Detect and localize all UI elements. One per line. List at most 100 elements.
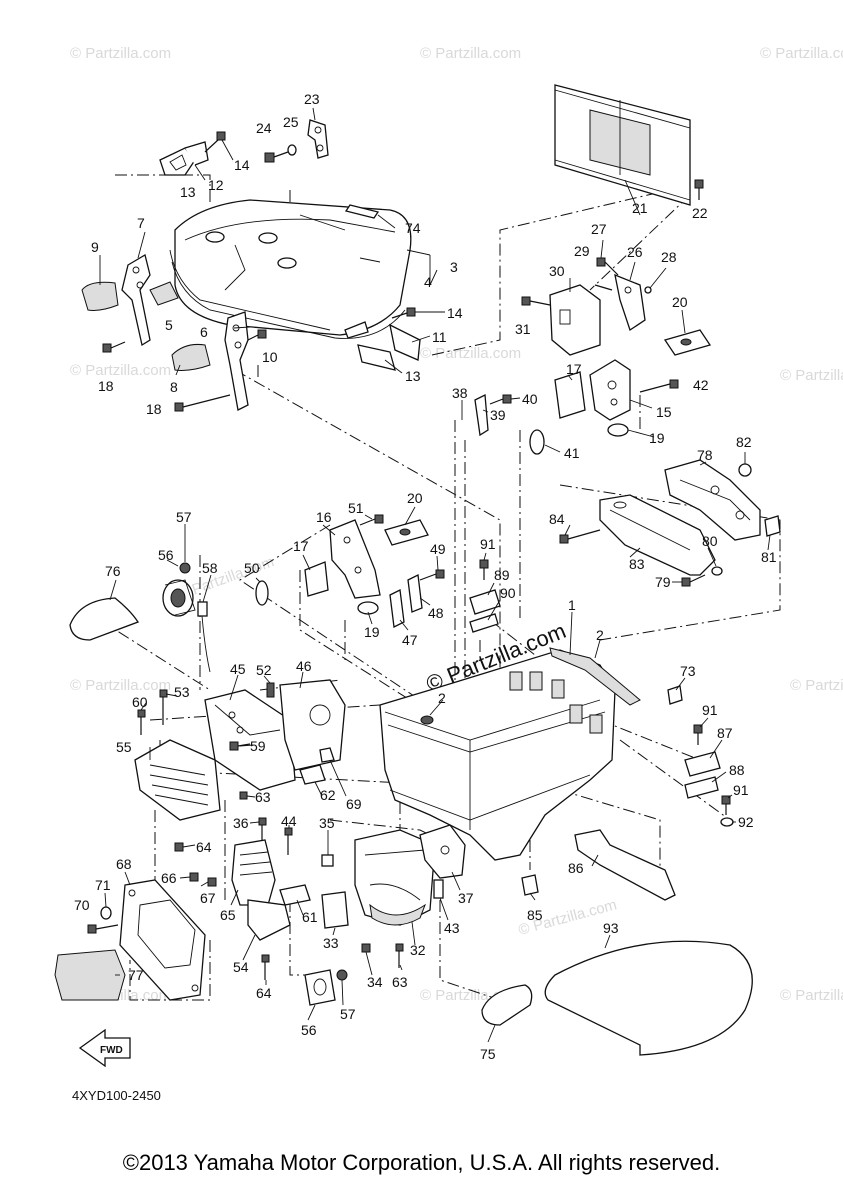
label-part-63b: 63 (392, 974, 408, 990)
label-part-2b: 2 (438, 690, 446, 706)
watermark: © Partzilla.com (420, 45, 521, 62)
part-78-bracket (664, 459, 761, 541)
label-part-11: 11 (432, 329, 447, 345)
label-part-65: 65 (220, 907, 236, 923)
label-part-73: 73 (680, 663, 696, 679)
label-part-89: 89 (494, 567, 510, 583)
part-44-screw (284, 827, 293, 855)
part-65-housing (231, 839, 276, 906)
label-part-26: 26 (627, 244, 643, 260)
part-60-bolt (137, 709, 146, 735)
part-64-screw-lower (261, 954, 270, 980)
label-part-51: 51 (348, 500, 364, 516)
label-part-20b: 20 (407, 490, 423, 506)
part-86-bracket (574, 829, 676, 901)
label-part-17b: 17 (293, 538, 309, 554)
label-part-52: 52 (256, 662, 272, 678)
part-63-screw (239, 791, 248, 800)
label-part-19a: 19 (649, 430, 665, 446)
label-part-21: 21 (632, 200, 648, 216)
label-part-47: 47 (402, 632, 418, 648)
label-part-79: 79 (655, 574, 671, 590)
part-56-speaker-lower (304, 969, 336, 1006)
label-part-69: 69 (346, 796, 362, 812)
label-part-55: 55 (116, 739, 132, 755)
part-79-bolt (681, 574, 706, 587)
label-part-6: 6 (200, 324, 208, 340)
label-part-33: 33 (323, 935, 339, 951)
label-part-58: 58 (202, 560, 218, 576)
label-part-64b: 64 (256, 985, 272, 1001)
label-part-88: 88 (729, 762, 745, 778)
part-24-bolt (264, 151, 289, 163)
part-42-bolt (639, 379, 679, 393)
label-part-87: 87 (717, 725, 733, 741)
part-19-plate (607, 423, 629, 437)
label-part-50: 50 (244, 560, 260, 576)
label-part-63a: 63 (255, 789, 271, 805)
label-part-68: 68 (116, 856, 132, 872)
part-49-bolt (419, 569, 445, 581)
part-48-clip (407, 574, 423, 613)
label-part-59: 59 (250, 738, 266, 754)
part-2-latch (549, 647, 641, 706)
part-91-bolt (721, 795, 731, 815)
part-labels: 1 2 2 3 4 5 6 7 8 9 10 11 12 13 13 14 14… (74, 91, 777, 1062)
label-part-14a: 14 (234, 157, 250, 173)
label-part-29: 29 (574, 243, 590, 259)
label-part-91c: 91 (733, 782, 749, 798)
label-part-19b: 19 (364, 624, 380, 640)
label-part-77: 77 (128, 967, 144, 983)
part-12-13-latch (159, 141, 209, 176)
part-9-cover (81, 281, 119, 311)
label-part-61: 61 (302, 909, 318, 925)
part-10-bolt (247, 329, 267, 341)
part-74-strip (344, 204, 380, 219)
label-part-81: 81 (761, 549, 777, 565)
label-part-8: 8 (170, 379, 178, 395)
watermark: © Partzilla.com (790, 677, 843, 694)
label-part-49: 49 (430, 541, 446, 557)
part-34-screw (361, 943, 371, 953)
label-part-46: 46 (296, 658, 312, 674)
part-7-hinge (121, 253, 151, 347)
label-part-48: 48 (428, 605, 444, 621)
label-part-22: 22 (692, 205, 708, 221)
diagram-code: 4XYD100-2450 (72, 1088, 161, 1103)
part-52-bolt (266, 682, 275, 698)
label-part-37: 37 (458, 890, 474, 906)
label-part-91b: 91 (702, 702, 718, 718)
part-35-clip (321, 854, 334, 867)
label-part-10: 10 (262, 349, 278, 365)
label-part-9: 9 (91, 239, 99, 255)
label-part-86: 86 (568, 860, 584, 876)
label-part-32: 32 (410, 942, 426, 958)
label-part-85: 85 (527, 907, 543, 923)
part-18-screw (102, 341, 126, 353)
label-part-78: 78 (697, 447, 713, 463)
part-82-washer (738, 463, 752, 477)
label-part-17a: 17 (566, 361, 582, 377)
part-17-plate-mid (304, 561, 329, 597)
label-part-80: 80 (702, 533, 718, 549)
part-57-nut (179, 562, 191, 574)
part-5-pad (149, 281, 179, 306)
label-part-38: 38 (452, 385, 468, 401)
part-75-cover (481, 984, 533, 1026)
label-part-39: 39 (490, 407, 506, 423)
part-87-bracket (684, 751, 721, 777)
label-part-23: 23 (304, 91, 320, 107)
watermark: © Partzilla.com (780, 987, 843, 1004)
watermark: © Partzilla.com (780, 367, 843, 384)
part-39-clip (474, 393, 489, 437)
part-28-pin (644, 286, 652, 294)
watermark: © Partzilla.com (70, 45, 171, 62)
part-90-pad (469, 613, 499, 633)
part-71-washer (100, 906, 112, 920)
part-21-panel (554, 84, 691, 206)
part-92-washer (720, 817, 734, 827)
part-37-bracket (419, 824, 466, 879)
label-part-36: 36 (233, 815, 249, 831)
part-23-bracket (307, 119, 329, 159)
